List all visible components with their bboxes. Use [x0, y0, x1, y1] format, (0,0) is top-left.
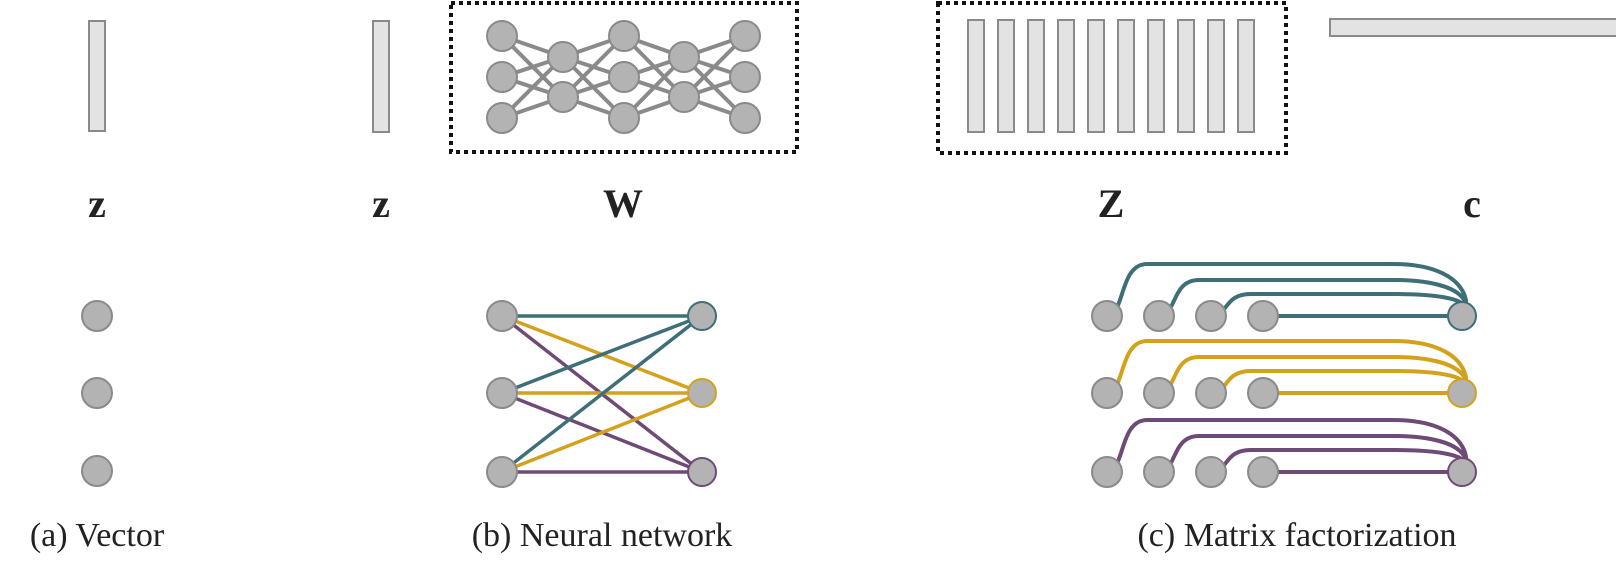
mlp-node — [729, 102, 761, 134]
mf-input-node — [1091, 456, 1123, 488]
nn-weights-dotted-box — [449, 1, 799, 154]
vector-symbol: z — [88, 181, 106, 226]
mlp-node — [486, 20, 518, 52]
vector-node — [81, 377, 113, 409]
mf-input-node — [1195, 456, 1227, 488]
panel-neural-network: z W (b) Neural network — [372, 1, 799, 554]
mf-nodes — [1091, 300, 1477, 488]
mf-matrix-column — [1117, 19, 1135, 133]
bipartite-input-node — [486, 456, 518, 488]
mf-matrix-column — [1177, 19, 1195, 133]
mf-vector-symbol: c — [1463, 181, 1481, 226]
mf-input-node — [1143, 377, 1175, 409]
nn-input-vector-bar — [372, 20, 390, 133]
caption-vector: (a) Vector — [30, 517, 165, 554]
caption-neural-network: (b) Neural network — [472, 517, 733, 554]
mf-input-node — [1143, 300, 1175, 332]
panel-vector: z (a) Vector — [30, 20, 165, 554]
mlp-node — [486, 61, 518, 93]
bipartite-edge — [500, 314, 704, 395]
mf-matrix-dotted-box — [936, 1, 1288, 155]
bipartite-output-node — [687, 378, 717, 408]
vector-nodes — [81, 300, 113, 487]
vector-node — [81, 455, 113, 487]
mf-output-node — [1447, 301, 1477, 331]
bipartite-output-node — [687, 457, 717, 487]
mf-input-node — [1195, 377, 1227, 409]
mf-input-node — [1195, 300, 1227, 332]
mf-matrix-column — [1027, 19, 1045, 133]
mf-matrix-column — [997, 19, 1015, 133]
mf-matrix-column — [1207, 19, 1225, 133]
mlp-node — [668, 81, 700, 113]
mlp-node — [608, 61, 640, 93]
mlp-node — [547, 81, 579, 113]
caption-matrix-factorization: (c) Matrix factorization — [1137, 517, 1456, 554]
vector-bar — [88, 20, 106, 132]
mf-matrix-column — [1147, 19, 1165, 133]
mf-output-node — [1447, 378, 1477, 408]
bipartite-edge — [500, 391, 704, 474]
mf-input-node — [1143, 456, 1175, 488]
bipartite-input-node — [486, 300, 518, 332]
mf-input-node — [1247, 300, 1279, 332]
mlp-node — [547, 41, 579, 73]
panel-matrix-factorization: Z c (c) Matrix factorization — [936, 1, 1616, 554]
mf-edges — [1106, 262, 1469, 474]
mlp-node — [608, 20, 640, 52]
mlp-node — [608, 102, 640, 134]
mf-c-vector-bar — [1329, 18, 1616, 37]
mlp-node — [668, 41, 700, 73]
bipartite-edges — [500, 314, 704, 474]
mf-input-node — [1247, 456, 1279, 488]
mlp-nodes — [486, 20, 761, 134]
mf-output-node — [1447, 457, 1477, 487]
mf-input-node — [1091, 377, 1123, 409]
bipartite-nodes — [486, 300, 717, 488]
mf-matrix-column — [1087, 19, 1105, 133]
vector-node — [81, 300, 113, 332]
mf-matrix-column — [1057, 19, 1075, 133]
mf-matrix-column — [967, 19, 985, 133]
mf-input-node — [1091, 300, 1123, 332]
bipartite-input-node — [486, 377, 518, 409]
nn-vector-symbol: z — [372, 181, 390, 226]
mlp-node — [729, 20, 761, 52]
mf-input-node — [1247, 377, 1279, 409]
nn-weights-symbol: W — [603, 181, 643, 226]
bipartite-output-node — [687, 301, 717, 331]
mf-matrix-columns — [967, 19, 1255, 133]
bipartite-edge — [500, 314, 704, 474]
mf-matrix-symbol: Z — [1098, 181, 1125, 226]
mlp-node — [486, 102, 518, 134]
mlp-node — [729, 61, 761, 93]
mf-matrix-column — [1237, 19, 1255, 133]
